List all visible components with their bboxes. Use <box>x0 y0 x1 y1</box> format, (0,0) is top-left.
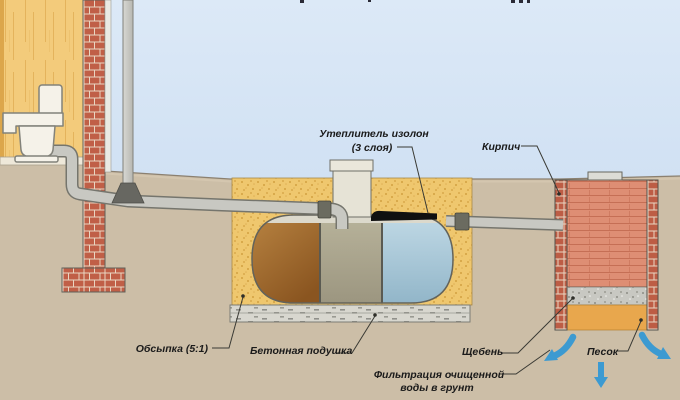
leader-backfill <box>212 296 244 349</box>
access-riser <box>329 159 374 218</box>
insulation-layer <box>371 210 437 221</box>
toilet <box>2 84 64 163</box>
brick-footing <box>61 267 126 293</box>
leader-lines <box>212 145 642 375</box>
well-interior <box>567 180 647 287</box>
tank-chamber-1 <box>252 223 320 303</box>
leader-sand <box>617 320 642 352</box>
sand-layer <box>566 304 648 331</box>
leader-filtration <box>500 349 551 375</box>
waste-pipe <box>50 144 349 229</box>
clipped-title-remnant <box>300 0 530 3</box>
label-concrete-pad: Бетонная подушка <box>250 345 352 357</box>
tee-fitting <box>111 182 145 204</box>
corner-trim <box>104 0 112 173</box>
flow-arrow-right <box>638 331 671 359</box>
label-filtration-line2: воды в грунт <box>400 382 473 394</box>
leader-insulation <box>397 146 429 214</box>
toilet-seat <box>2 112 64 134</box>
toilet-bowl <box>18 125 56 158</box>
flow-arrow-left <box>544 333 577 361</box>
toilet-cistern <box>38 84 63 116</box>
brick-pier <box>82 0 106 269</box>
label-sand: Песок <box>587 346 619 358</box>
filtration-well <box>554 171 659 331</box>
well-wall-right <box>646 179 659 331</box>
label-gravel: Щебень <box>462 346 503 358</box>
leader-dots <box>241 192 643 322</box>
label-brick: Кирпич <box>482 141 520 153</box>
label-insulation-line1: Утеплитель изолон <box>319 128 429 140</box>
tank-chamber-2 <box>320 223 382 303</box>
pipe-coupling-inlet <box>317 200 332 219</box>
leader-concrete-pad <box>336 315 376 354</box>
concrete-pad <box>229 304 471 323</box>
flow-arrow-down <box>594 362 608 388</box>
well-lid <box>587 171 623 181</box>
leader-gravel <box>501 298 573 354</box>
flow-arrows <box>544 331 671 388</box>
vent-pipe <box>111 0 145 204</box>
label-insulation-line2: (3 слоя) <box>352 142 393 154</box>
pipe-coupling-outlet <box>454 212 470 231</box>
tank-chamber-3 <box>382 223 453 303</box>
well-wall-left <box>554 179 568 331</box>
label-filtration-line1: Фильтрация очищенной <box>374 369 505 381</box>
leader-brick <box>521 145 560 194</box>
toilet-base <box>14 155 59 163</box>
septic-tank <box>251 214 454 304</box>
label-backfill: Обсыпка (5:1) <box>136 343 209 355</box>
gravel-layer <box>566 286 648 306</box>
